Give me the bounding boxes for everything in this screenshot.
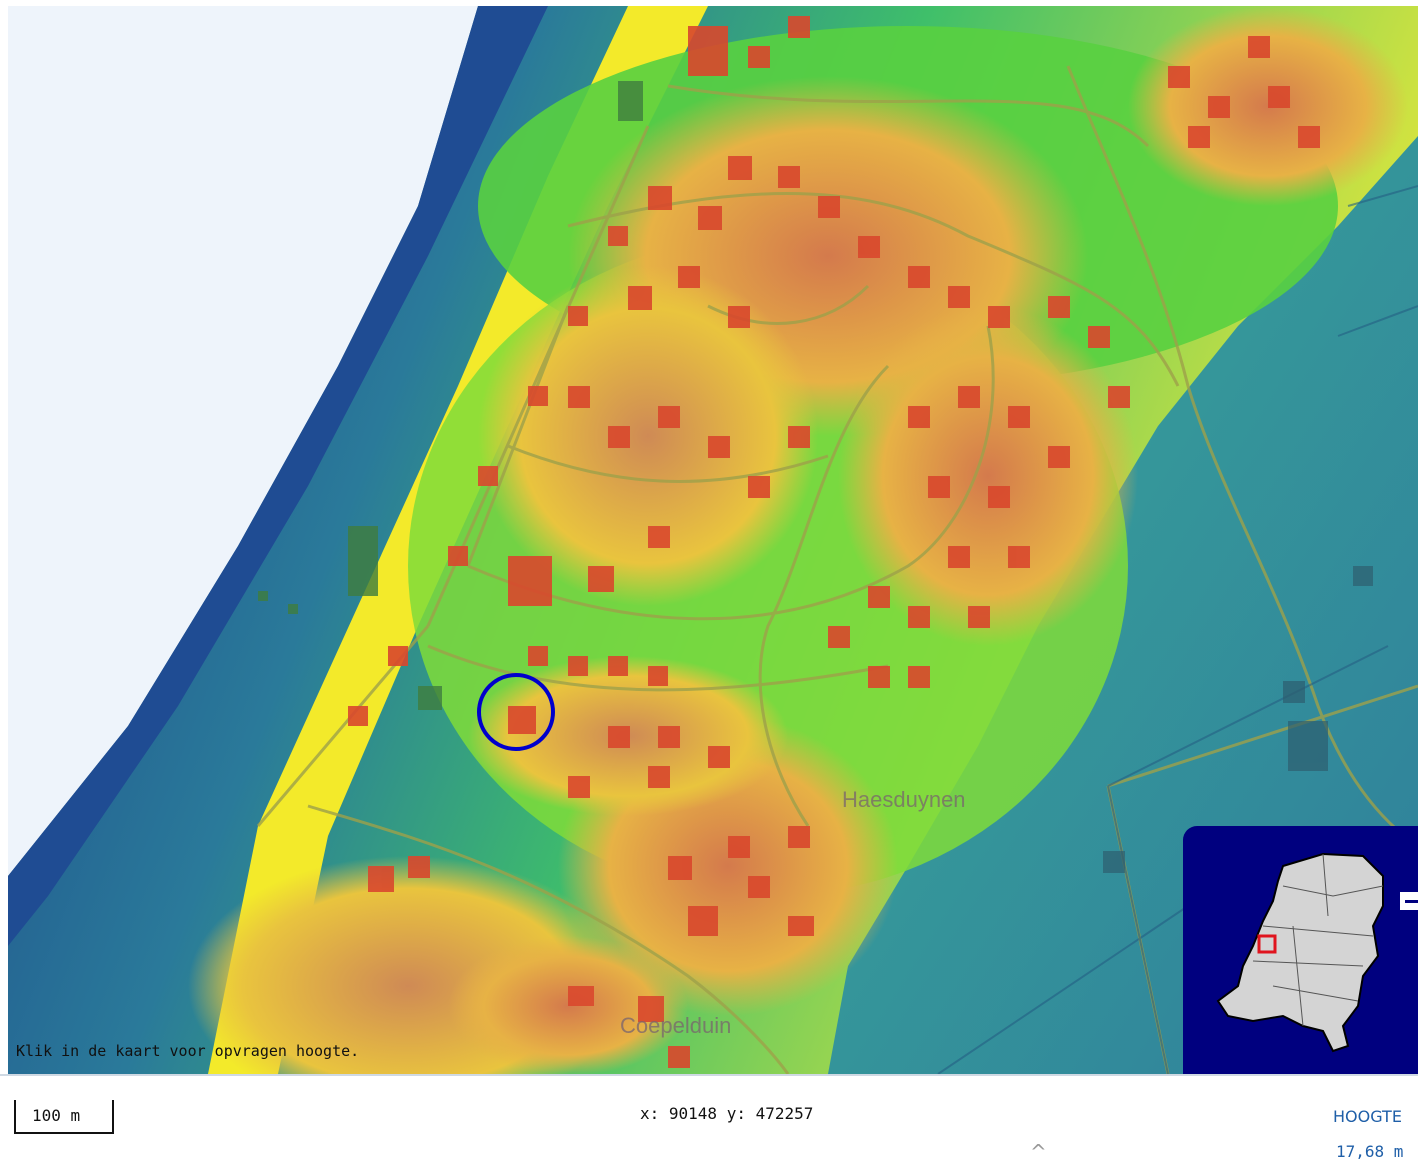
selection-marker [477, 673, 555, 751]
building-cluster [348, 16, 1320, 1068]
coordinates-readout: x: 90148 y: 472257 [640, 1104, 814, 1123]
road-network [256, 65, 1418, 1074]
vegetation-patch [258, 81, 643, 710]
elevation-map[interactable]: Haesduynen Coepelduin Klik in de kaart v… [8, 6, 1418, 1074]
province-borders [1252, 853, 1384, 1027]
overview-land [1216, 852, 1384, 1053]
collapse-icon[interactable] [1398, 890, 1418, 912]
field-boundaries [937, 185, 1418, 1074]
map-hint-text: Klik in de kaart voor opvragen hoogte. [16, 1042, 360, 1060]
sea-band [8, 6, 548, 946]
scale-label: 100 m [32, 1106, 81, 1125]
height-value: 17,68 m [1336, 1142, 1404, 1161]
footer-divider [0, 1074, 1418, 1076]
overview-indicator [1257, 934, 1277, 954]
place-label-haesduynen: Haesduynen [842, 787, 966, 812]
polder-buildings [1103, 566, 1373, 873]
chevron-up-icon[interactable]: ^ [1030, 1140, 1047, 1164]
high-terrain [478, 266, 818, 606]
scale-bar: 100 m [14, 1100, 114, 1134]
overview-map[interactable] [1183, 826, 1418, 1076]
place-label-coepelduin: Coepelduin [620, 1013, 732, 1038]
netherlands-outline [1216, 852, 1384, 1053]
elevation-raster[interactable] [8, 6, 1418, 1074]
dune-band [208, 6, 708, 1074]
height-label: HOOGTE [1333, 1107, 1402, 1126]
